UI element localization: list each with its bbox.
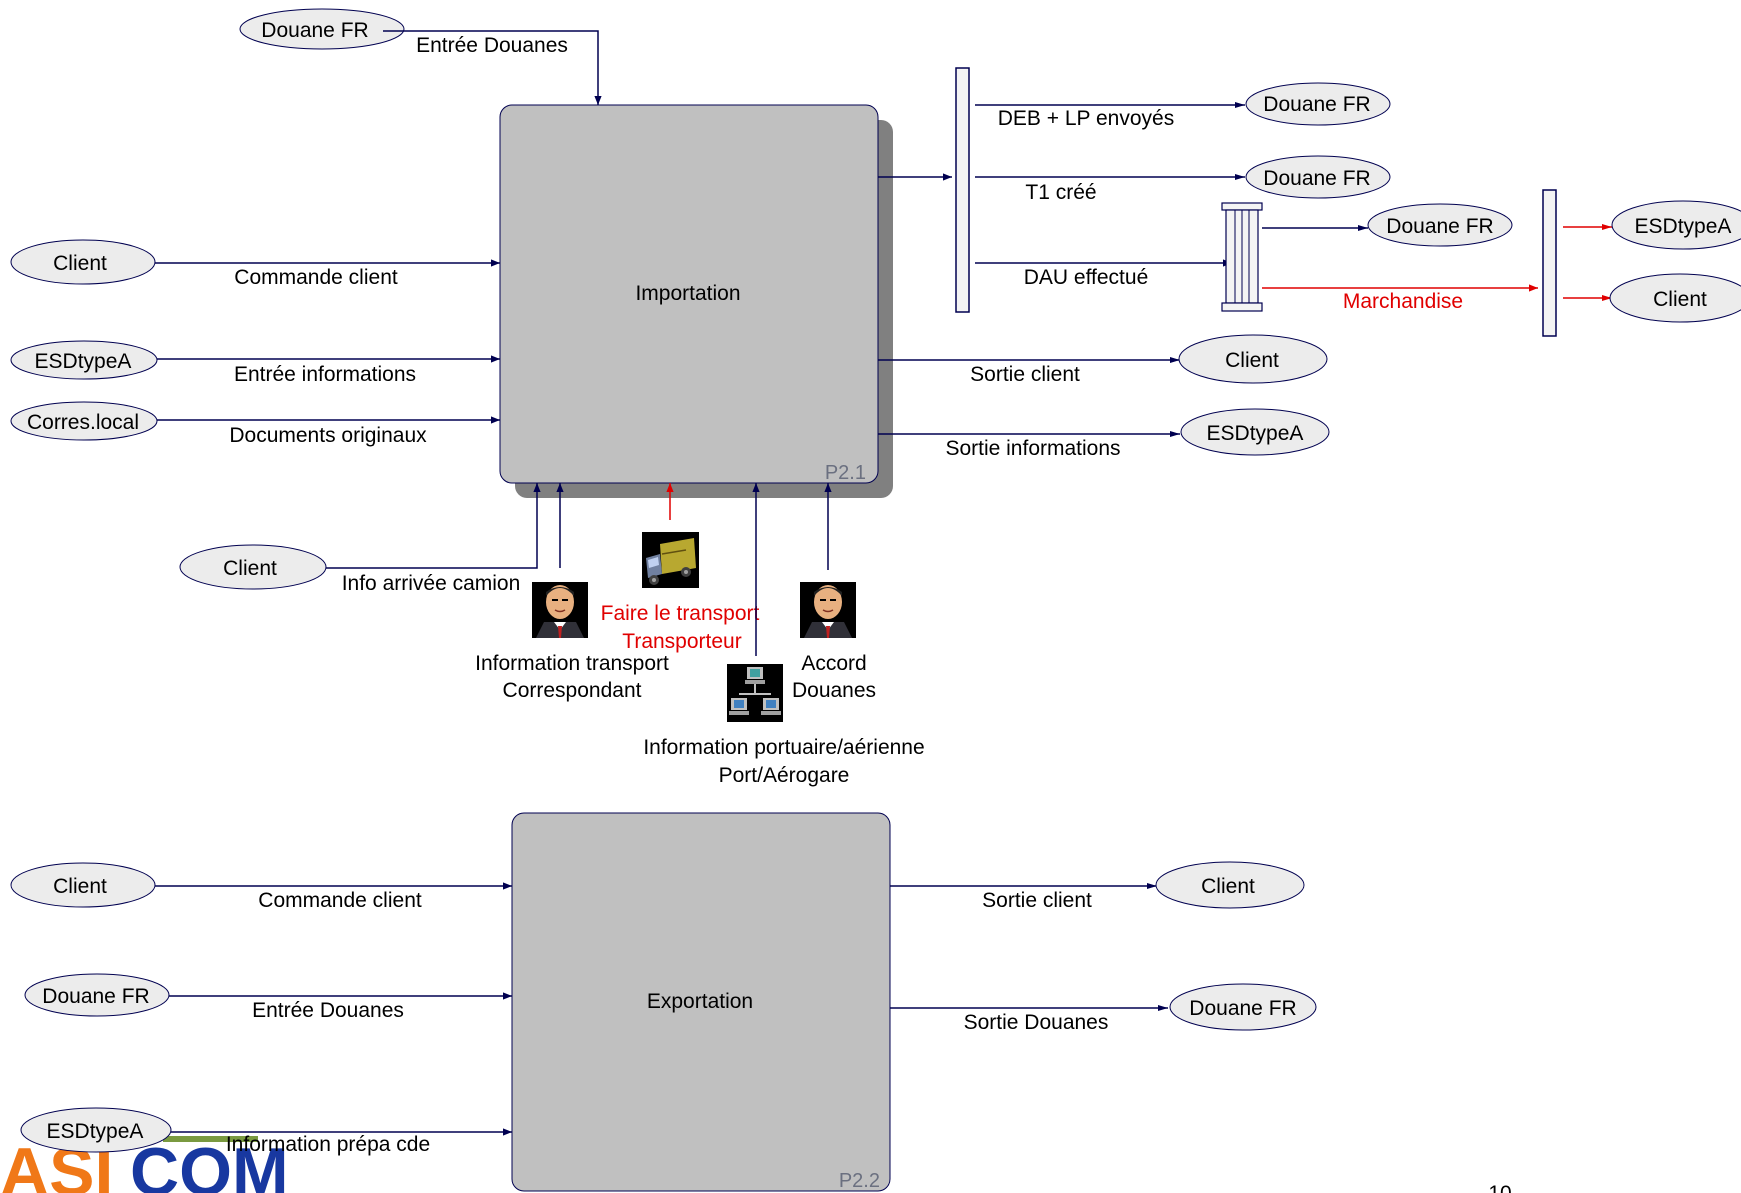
importation-code: P2.1 xyxy=(825,462,866,484)
flow-sortie-douanes: Sortie Douanes xyxy=(964,1011,1109,1034)
truck-icon xyxy=(642,532,699,588)
page-number: 10 xyxy=(1488,1182,1511,1193)
entity-esdtypea-left-label: ESDtypeA xyxy=(35,350,132,373)
arrow-info-arrivee-camion xyxy=(326,483,537,568)
entity-client-right-label: Client xyxy=(1653,288,1707,311)
mech-information-portuaire: Information portuaire/aérienne xyxy=(643,736,924,759)
entity-client-export-out-label: Client xyxy=(1201,875,1255,898)
entity-corres-local-label: Corres.local xyxy=(27,411,139,434)
mech-information-transport: Information transport xyxy=(475,652,669,675)
importation-title: Importation xyxy=(635,282,740,305)
entity-douane-fr-deb-label: Douane FR xyxy=(1263,93,1370,116)
mech-correspondant: Correspondant xyxy=(503,679,642,702)
entity-esdtypea-export-label: ESDtypeA xyxy=(47,1120,144,1143)
exportation-title: Exportation xyxy=(647,990,753,1013)
exportation-code: P2.2 xyxy=(839,1170,880,1192)
splitter-bar-2 xyxy=(1543,190,1556,336)
flow-commande-client-export: Commande client xyxy=(258,889,422,912)
mech-faire-transport: Faire le transport xyxy=(601,602,760,625)
entity-client-sortie-label: Client xyxy=(1225,349,1279,372)
splitter-bar-1 xyxy=(956,68,969,312)
entity-douane-fr-export-out-label: Douane FR xyxy=(1189,997,1296,1020)
entity-client-bottom-label: Client xyxy=(223,557,277,580)
flow-info-arrivee-camion: Info arrivée camion xyxy=(342,572,521,595)
flow-deb-lp: DEB + LP envoyés xyxy=(998,107,1174,130)
junction-column xyxy=(1222,203,1262,311)
flow-commande-client-import: Commande client xyxy=(234,266,398,289)
correspondant-person-icon xyxy=(532,582,588,638)
entity-douane-fr-export-label: Douane FR xyxy=(42,985,149,1008)
entity-client-left-label: Client xyxy=(53,252,107,275)
flow-entree-informations: Entrée informations xyxy=(234,363,416,386)
flow-dau: DAU effectué xyxy=(1024,266,1149,289)
flow-t1: T1 créé xyxy=(1025,181,1096,204)
entity-esdtypea-sortie-label: ESDtypeA xyxy=(1207,422,1304,445)
flow-entree-douanes-import: Entrée Douanes xyxy=(416,34,568,57)
mech-douanes: Douanes xyxy=(792,679,876,702)
entity-douane-fr-t1-label: Douane FR xyxy=(1263,167,1370,190)
mech-transporteur: Transporteur xyxy=(622,630,741,653)
mech-accord: Accord xyxy=(801,652,866,675)
network-computers-icon xyxy=(727,664,783,722)
mech-port-aerogare: Port/Aérogare xyxy=(719,764,850,787)
flow-sortie-client-import: Sortie client xyxy=(970,363,1080,386)
entity-douane-fr-dau-label: Douane FR xyxy=(1386,215,1493,238)
flow-information-prepa: Information prépa cde xyxy=(226,1133,430,1156)
flow-entree-douanes-export: Entrée Douanes xyxy=(252,999,404,1022)
flow-documents-originaux: Documents originaux xyxy=(229,424,427,447)
douanes-person-icon xyxy=(800,582,856,638)
flow-sortie-client-export: Sortie client xyxy=(982,889,1092,912)
entity-client-export-label: Client xyxy=(53,875,107,898)
flow-sortie-informations: Sortie informations xyxy=(945,437,1120,460)
flow-marchandise: Marchandise xyxy=(1343,290,1463,313)
entity-douane-fr-top-label: Douane FR xyxy=(261,19,368,42)
entity-esdtypea-right-label: ESDtypeA xyxy=(1635,215,1732,238)
